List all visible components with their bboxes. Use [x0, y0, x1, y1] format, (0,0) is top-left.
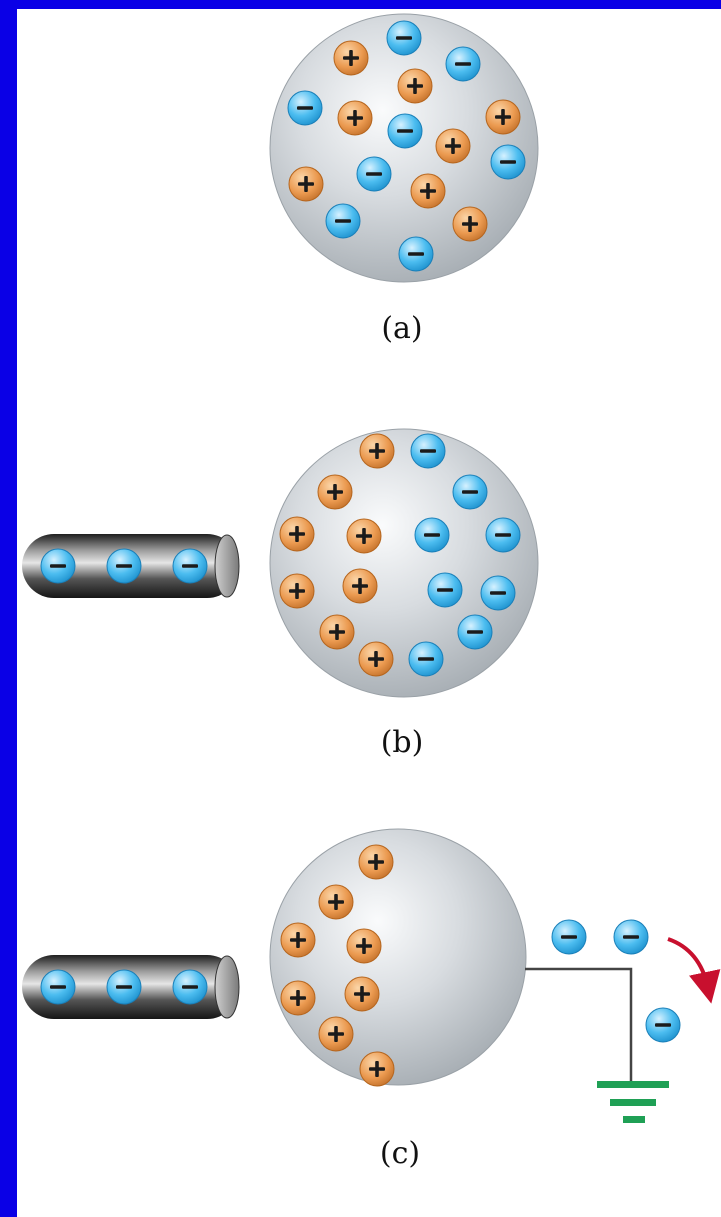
- negative-charge-icon: [410, 433, 446, 469]
- positive-charge-icon: [346, 518, 382, 554]
- positive-charge-icon: [359, 433, 395, 469]
- positive-charge-icon: [333, 40, 369, 76]
- curved-arrow-icon: [667, 937, 721, 1004]
- induction-diagram: (a) (b) (c): [22, 13, 721, 1171]
- negative-charge-icon: [356, 156, 392, 192]
- positive-charge-icon: [337, 100, 373, 136]
- negative-charge-icon: [106, 548, 142, 584]
- negative-charge-icon: [490, 144, 526, 180]
- positive-charge-icon: [318, 884, 354, 920]
- negative-charge-icon: [445, 46, 481, 82]
- negative-charge-icon: [408, 641, 444, 677]
- caption-a: (a): [381, 311, 422, 346]
- ground-wire: [525, 967, 633, 1082]
- positive-charge-icon: [359, 1051, 395, 1087]
- negative-charge-icon: [645, 1007, 681, 1043]
- positive-charge-icon: [358, 844, 394, 880]
- negative-charge-icon: [387, 113, 423, 149]
- positive-charge-icon: [317, 474, 353, 510]
- positive-charge-icon: [346, 928, 382, 964]
- negative-charge-icon: [172, 969, 208, 1005]
- positive-charge-icon: [318, 1016, 354, 1052]
- negative-charge-icon: [551, 919, 587, 955]
- positive-charge-icon: [435, 128, 471, 164]
- negative-charge-icon: [172, 548, 208, 584]
- negative-charge-icon: [457, 614, 493, 650]
- positive-charge-icon: [452, 206, 488, 242]
- positive-charge-icon: [397, 68, 433, 104]
- positive-charge-icon: [279, 516, 315, 552]
- negative-charge-icon: [613, 919, 649, 955]
- positive-charge-icon: [280, 980, 316, 1016]
- negative-charge-icon: [427, 572, 463, 608]
- ground-symbol-icon: [597, 1081, 669, 1123]
- positive-charge-icon: [485, 99, 521, 135]
- caption-b: (b): [381, 725, 424, 760]
- negative-charge-icon: [386, 20, 422, 56]
- caption-c: (c): [380, 1136, 420, 1171]
- sphere-c: [269, 828, 527, 1086]
- negative-charge-icon: [480, 575, 516, 611]
- positive-charge-icon: [319, 614, 355, 650]
- negative-charge-icon: [287, 90, 323, 126]
- positive-charge-icon: [410, 173, 446, 209]
- sphere-b: [269, 428, 539, 698]
- negative-charge-icon: [325, 203, 361, 239]
- negative-charge-icon: [398, 236, 434, 272]
- positive-charge-icon: [358, 641, 394, 677]
- negative-charge-icon: [414, 517, 450, 553]
- positive-charge-icon: [342, 568, 378, 604]
- positive-charge-icon: [279, 573, 315, 609]
- negative-charge-icon: [485, 517, 521, 553]
- negative-charge-icon: [40, 969, 76, 1005]
- negative-charge-icon: [40, 548, 76, 584]
- positive-charge-icon: [344, 976, 380, 1012]
- negative-charge-icon: [106, 969, 142, 1005]
- figure-panel: (a) (b) (c): [17, 9, 721, 1217]
- positive-charge-icon: [280, 922, 316, 958]
- negative-charge-icon: [452, 474, 488, 510]
- positive-charge-icon: [288, 166, 324, 202]
